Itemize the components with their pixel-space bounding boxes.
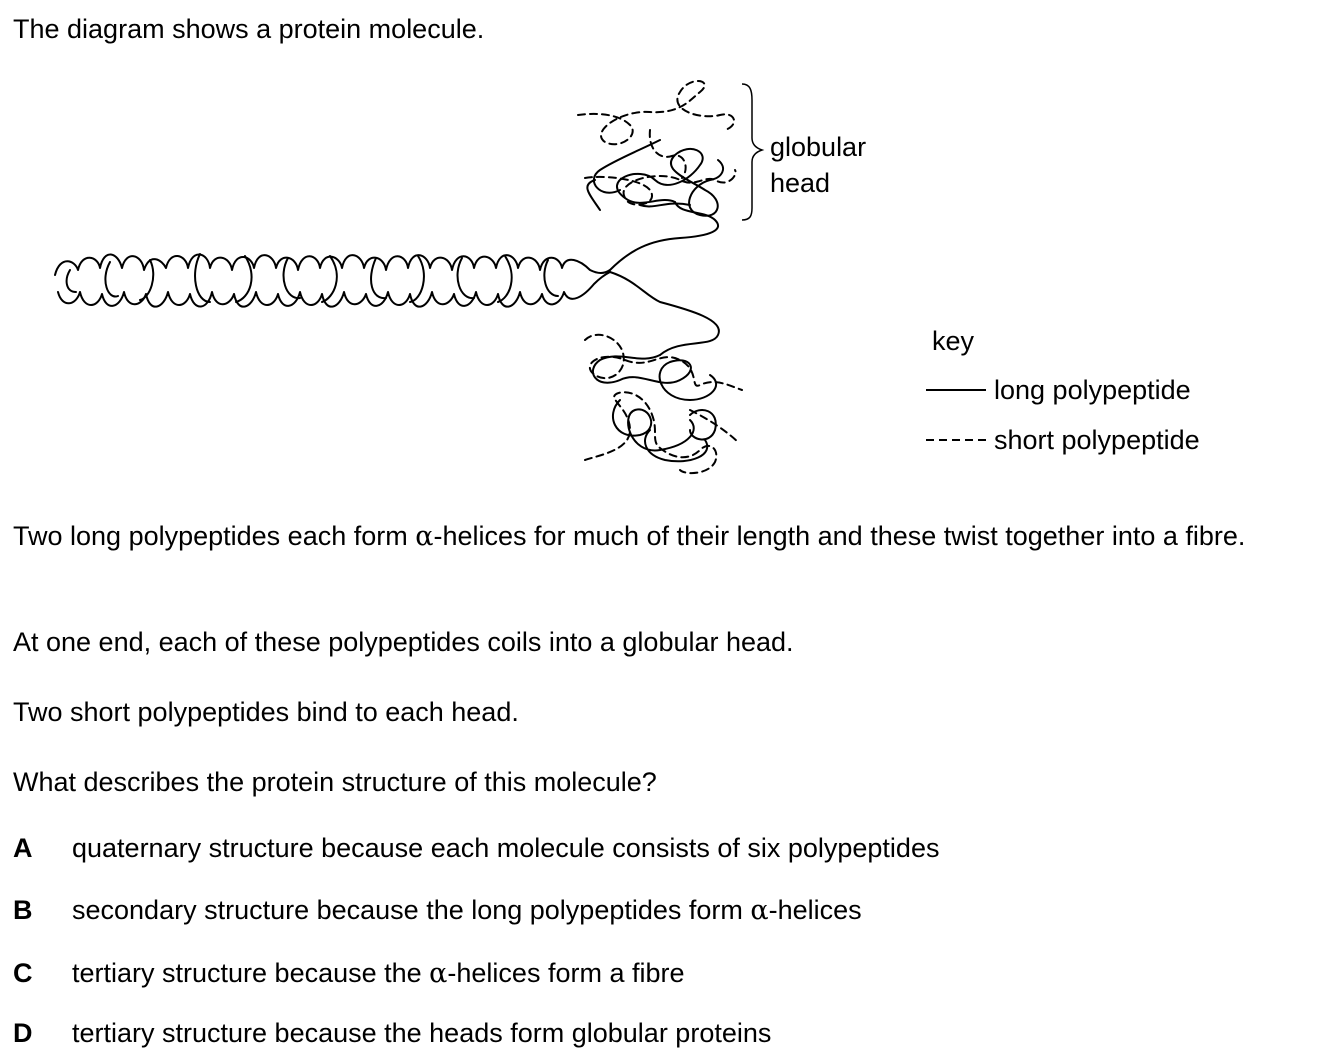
fibre-strand-2 <box>57 271 611 308</box>
option-text: tertiary structure because the α-helices… <box>72 958 685 989</box>
bottom-short-polypeptide-1 <box>584 333 743 391</box>
globular-label-line1: globular <box>770 132 866 162</box>
protein-molecule-diagram: globular head key long polypeptide short… <box>54 80 1200 475</box>
bottom-head-coil <box>591 354 718 463</box>
fibre-strand-1 <box>54 253 611 276</box>
key-long-label: long polypeptide <box>994 375 1191 405</box>
alpha-symbol: α <box>429 958 448 989</box>
question-text: What describes the protein structure of … <box>13 767 657 797</box>
bottom-short-polypeptide-2 <box>584 391 739 475</box>
long-strand-lower <box>609 271 720 356</box>
option-letter: A <box>13 833 33 863</box>
paragraph-helices: Two long polypeptides each form α-helice… <box>13 521 1246 552</box>
option-letter: B <box>13 895 33 925</box>
option-text: secondary structure because the long pol… <box>72 895 862 926</box>
key-short-label: short polypeptide <box>994 425 1200 455</box>
head-label-line2: head <box>770 168 830 198</box>
globular-head-brace <box>741 83 765 221</box>
alpha-symbol: α <box>750 895 769 926</box>
long-strand-upper <box>609 201 719 271</box>
option-text: quaternary structure because each molecu… <box>72 833 940 863</box>
top-short-polypeptide-1 <box>577 80 735 146</box>
key-title: key <box>932 326 975 356</box>
paragraph-short-polypeptides: Two short polypeptides bind to each head… <box>13 697 519 727</box>
top-short-polypeptide-2 <box>584 129 737 206</box>
top-head-coil <box>586 139 725 217</box>
intro-text: The diagram shows a protein molecule. <box>13 14 485 44</box>
option-text: tertiary structure because the heads for… <box>72 1018 772 1048</box>
alpha-symbol: α <box>415 521 434 552</box>
option-letter: C <box>13 958 33 988</box>
option-letter: D <box>13 1018 33 1048</box>
paragraph-globular-head: At one end, each of these polypeptides c… <box>13 627 794 657</box>
